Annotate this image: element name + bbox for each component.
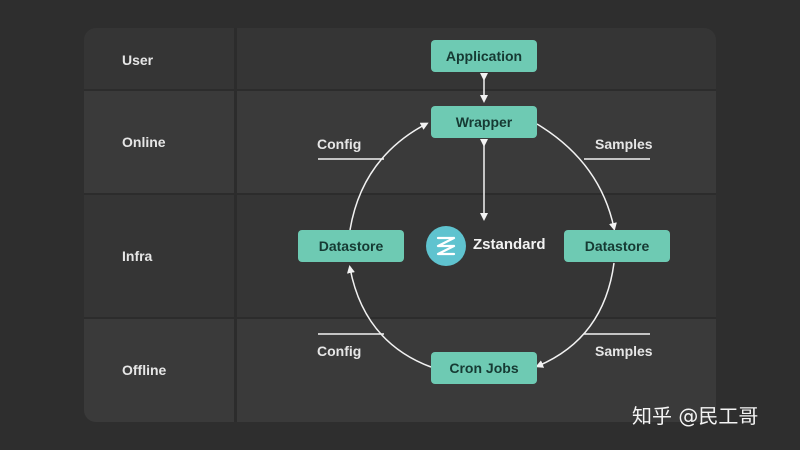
row-user <box>84 28 716 90</box>
row-label-offline: Offline <box>122 362 167 378</box>
row-offline <box>84 318 716 422</box>
edge-wrapper-datastore-right <box>536 123 617 231</box>
edge-label-config-bottom: Config <box>317 343 362 359</box>
row-label-user: User <box>122 52 154 68</box>
edge-label-samples-top: Samples <box>595 136 653 152</box>
row-label-infra: Infra <box>122 248 153 264</box>
node-datastore-right: Datastore <box>564 230 670 262</box>
node-datastore-left: Datastore <box>298 230 404 262</box>
edge-label-samples-bottom: Samples <box>595 343 653 359</box>
row-label-online: Online <box>122 134 166 150</box>
row-divider <box>84 317 716 319</box>
edge-datastore-cronjobs <box>535 262 615 368</box>
edge-label-config-top: Config <box>317 136 362 152</box>
edge-cronjobs-datastore-left <box>347 265 432 368</box>
row-divider <box>84 193 716 195</box>
zstd-z-icon <box>426 226 466 266</box>
node-wrapper: Wrapper <box>431 106 537 138</box>
node-cron-jobs: Cron Jobs <box>431 352 537 384</box>
node-application: Application <box>431 40 537 72</box>
column-divider <box>234 28 237 422</box>
watermark: 知乎 @民工哥 <box>632 404 759 428</box>
row-divider <box>84 89 716 91</box>
edge-datastore-wrapper <box>349 122 429 231</box>
zstandard-label: Zstandard <box>473 236 546 253</box>
